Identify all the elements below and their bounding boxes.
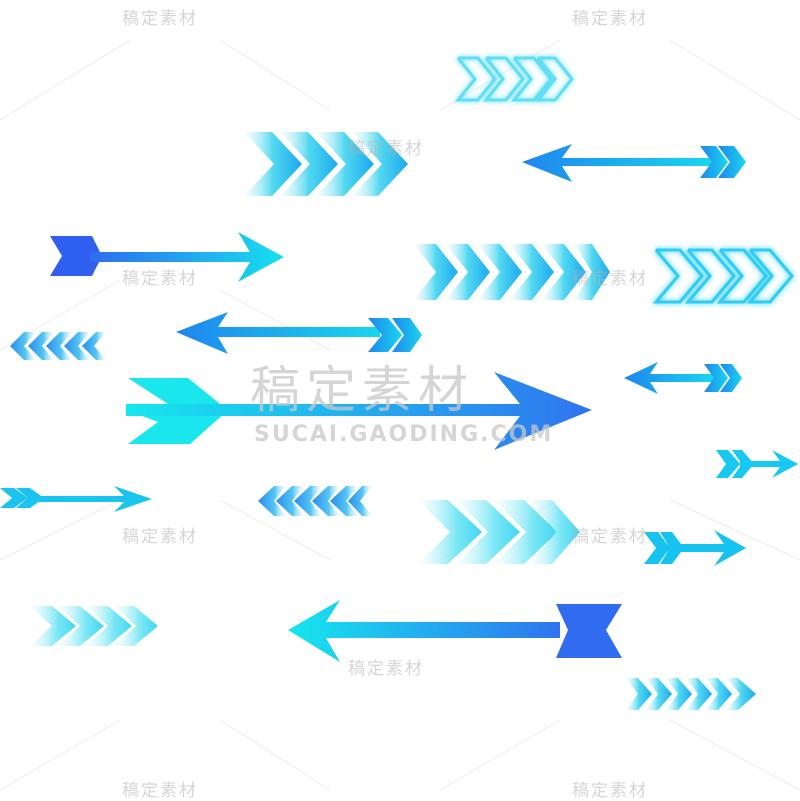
arrow-right-icon	[0, 486, 152, 512]
watermark-lines	[0, 39, 800, 791]
arrow-right-icon	[716, 450, 798, 478]
chevrons-right-icon	[626, 678, 756, 710]
arrow-right-icon	[50, 232, 284, 282]
chevrons-left-icon	[10, 332, 106, 360]
arrow-right-icon	[644, 530, 746, 566]
chevrons-right-icon	[414, 244, 610, 300]
chevrons-right-icon	[30, 606, 158, 646]
chevrons-right-icon	[244, 132, 408, 196]
arrow-left-icon	[522, 144, 746, 182]
arrow-right-icon	[126, 372, 592, 450]
chevrons-right-icon	[418, 500, 580, 564]
arrow-left-icon	[288, 600, 622, 662]
arrow-left-icon	[624, 362, 742, 394]
chevrons-right-icon	[454, 56, 574, 102]
chevrons-right-icon	[652, 248, 794, 304]
arrow-left-icon	[176, 312, 422, 354]
chevrons-left-icon	[258, 486, 372, 516]
